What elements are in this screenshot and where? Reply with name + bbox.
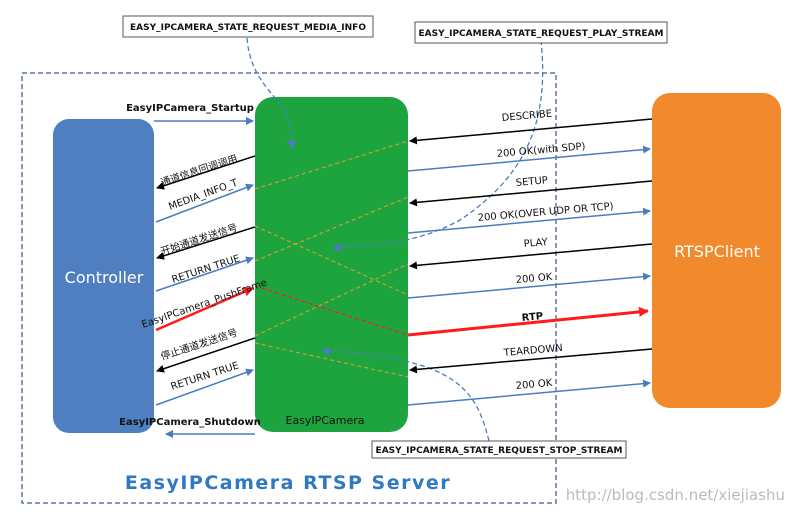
- server-boundary: [21, 72, 557, 504]
- msg-startup: EasyIPCamera_Startup: [126, 103, 254, 114]
- msg-ok-sdp: 200 OK(with SDP): [496, 141, 586, 160]
- msg-ok-play: 200 OK: [515, 272, 553, 286]
- state-label-play-stream: EASY_IPCAMERA_STATE_REQUEST_PLAY_STREAM: [419, 29, 664, 39]
- arrow-callback: [156, 155, 256, 190]
- msg-teardown: TEARDOWN: [502, 343, 563, 359]
- arrow-stop-signal: [156, 337, 256, 373]
- arrow-play: [409, 243, 653, 270]
- arrow-return-true-1: [155, 256, 254, 292]
- state-box-stop-stream: [371, 440, 627, 459]
- msg-play: PLAY: [523, 237, 549, 250]
- right-arrows: [407, 118, 653, 406]
- msg-shutdown: EasyIPCamera_Shutdown: [119, 417, 261, 428]
- arrow-rtp: [407, 306, 649, 337]
- rtspclient-label: RTSPClient: [674, 242, 760, 261]
- push-frame-dashed-line: [254, 285, 409, 336]
- arrow-ok-udp-tcp: [407, 207, 651, 234]
- controller-node: [53, 119, 154, 433]
- msg-start-signal: 开始通道发送信号: [159, 221, 239, 258]
- state-label-stop-stream: EASY_IPCAMERA_STATE_REQUEST_STOP_STREAM: [376, 446, 623, 456]
- msg-setup: SETUP: [515, 175, 548, 189]
- arrow-ok-play: [407, 272, 651, 299]
- left-arrows: [154, 117, 256, 438]
- msg-describe: DESCRIBE: [501, 109, 552, 124]
- arrow-describe: [409, 118, 653, 145]
- state-label-media-info: EASY_IPCAMERA_STATE_REQUEST_MEDIA_INFO: [130, 23, 366, 33]
- msg-return-true-1: RETURN TRUE: [171, 253, 242, 285]
- arrow-return-true-2: [155, 368, 254, 406]
- arrow-teardown: [409, 348, 653, 374]
- arrow-ok-sdp: [407, 145, 651, 172]
- state-box-play-stream: [414, 21, 668, 44]
- arrow-start-signal: [156, 226, 256, 260]
- arrow-ok-teardown: [407, 379, 651, 406]
- msg-rtp: RTP: [521, 311, 543, 324]
- rtspclient-node: [652, 93, 781, 408]
- server-title: EasyIPCamera RTSP Server: [125, 472, 451, 494]
- watermark: http://blog.csdn.net/xiejiashu: [566, 486, 785, 504]
- internal-dashed-lines: [254, 140, 409, 378]
- msg-ok-teardown: 200 OK: [515, 378, 553, 392]
- arrow-setup: [409, 180, 653, 207]
- msg-push-frame: EasyIPCamera_PushFrame: [140, 278, 268, 331]
- easyipcamera-label: EasyIPCamera: [286, 414, 365, 427]
- controller-label: Controller: [65, 268, 144, 287]
- arrow-push-frame: [155, 286, 254, 332]
- arrow-media-info-t: [155, 183, 254, 223]
- easyipcamera-node: [255, 97, 408, 432]
- state-curves: [246, 37, 544, 442]
- state-box-media-info: [122, 15, 374, 38]
